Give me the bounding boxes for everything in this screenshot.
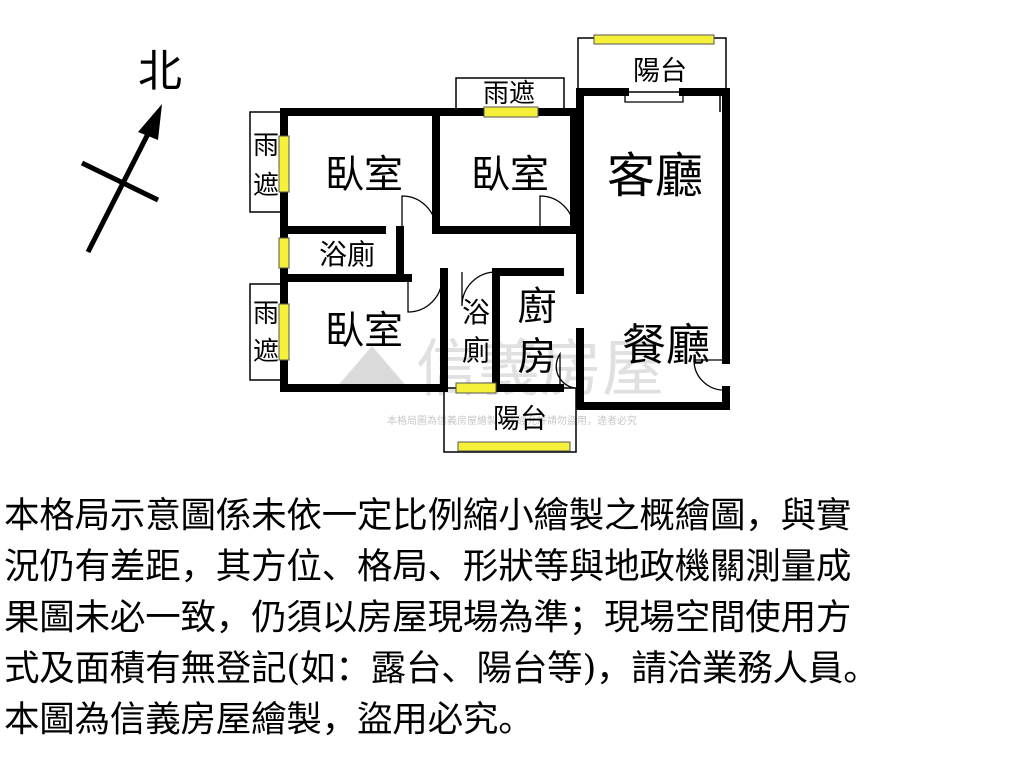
room-bath-mid-2: 廁 [462,334,490,367]
room-bath-left: 浴廁 [319,238,375,271]
sliding-door-balcony [624,92,684,103]
disclaimer-line: 況仍有差距，其方位、格局、形狀等與地政機關測量成 [4,546,852,587]
door-bedroom-3 [407,277,443,313]
canopy-left-bottom-1: 雨 [253,299,279,329]
window-bath [278,237,290,269]
disclaimer-line: 本格局示意圖係未依一定比例縮小繪製之概繪圖，與實 [4,495,852,536]
disclaimer-line: 果圖未必一致，仍須以房屋現場為準；現場空間使用方 [4,597,852,638]
watermark-notice: 本格局圖為信義房屋繪製，未經允許請勿盜用，違者必究 [387,414,637,427]
walls [280,88,730,410]
canopy-left-top-1: 雨 [253,131,279,161]
window-balcony-bottom [457,441,571,452]
room-bedroom-top-left: 臥室 [325,153,403,198]
canopy-left-bottom-2: 遮 [253,337,279,367]
windows [278,34,715,452]
door-bedroom-1 [401,195,437,231]
room-balcony-top: 陽台 [633,56,687,87]
compass-arrow-shaft [85,118,158,254]
disclaimer: 本格局示意圖係未依一定比例縮小繪製之概繪圖，與實 況仍有差距，其方位、格局、形狀… [4,490,1020,745]
room-bath-mid-1: 浴 [462,296,490,329]
door-entry [693,359,727,391]
compass-cross-bar [80,160,160,203]
canopy-top: 雨遮 [483,79,535,109]
window-kitchen [455,382,497,394]
north-label: 北 [138,46,182,97]
door-swings [401,92,727,391]
compass-arrow-head [138,104,162,140]
disclaimer-line: 本圖為信義房屋繪製，盜用必究。 [4,699,534,740]
window-bedroom-top-left [278,135,290,193]
window-balcony-top [593,34,715,45]
door-bedroom-2 [539,195,575,231]
window-bedroom-bottom-left [278,303,290,361]
window-bedroom-mid [483,106,539,118]
room-kitchen-1: 廚 [517,285,556,330]
watermark-logo [336,346,408,388]
room-kitchen-2: 房 [517,335,556,380]
room-living: 客廳 [607,148,703,204]
room-bedroom-top-mid: 臥室 [471,153,549,198]
room-bedroom-bottom-left: 臥室 [325,309,403,354]
disclaimer-line: 式及面積有無登記(如：露台、陽台等)，請洽業務人員。 [4,648,879,689]
door-bath [461,271,497,307]
room-dining: 餐廳 [622,320,710,371]
room-labels: 臥室 臥室 臥室 客廳 餐廳 浴廁 浴 廁 廚 房 陽台 陽台 雨遮 雨 遮 雨… [253,56,710,435]
floor-plan: 北 信義房屋 本格局圖為信義房屋繪製，未經允許請勿盜用，違者必究 [80,34,730,453]
watermark: 信義房屋 本格局圖為信義房屋繪製，未經允許請勿盜用，違者必究 [336,332,664,427]
north-compass: 北 [80,46,182,254]
room-balcony-bottom: 陽台 [493,404,547,435]
canopy-left-top-2: 遮 [253,171,279,201]
door-kitchen [555,351,583,389]
